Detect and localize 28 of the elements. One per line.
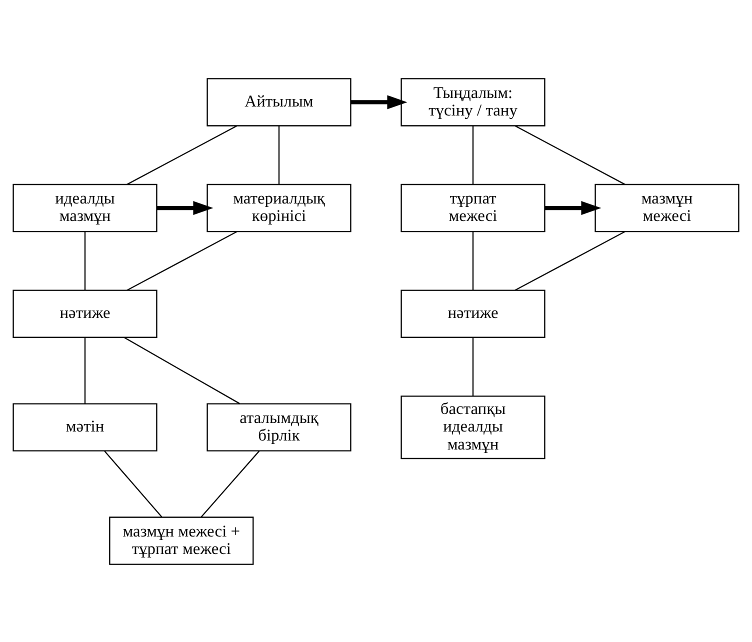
- connector: [514, 230, 626, 290]
- arrow: [157, 200, 214, 215]
- node-box: тұрпат межесі: [400, 183, 546, 232]
- connector: [126, 230, 238, 290]
- node-box: материалдық көрінісі: [206, 183, 352, 232]
- node-box: мазмұн межесі + тұрпат межесі: [109, 516, 254, 564]
- connector: [124, 336, 240, 404]
- node-box: мазмұн межесі: [594, 183, 740, 232]
- node-box: нәтиже: [12, 289, 158, 338]
- connector: [472, 231, 474, 290]
- arrow: [545, 200, 602, 215]
- node-box: Тыңдалым: түсіну / тану: [400, 78, 546, 126]
- connector: [126, 124, 238, 184]
- connector: [472, 337, 474, 396]
- node-box: идеалды мазмұн: [12, 183, 158, 232]
- node-box: нәтиже: [400, 289, 546, 338]
- node-box: бастапқы идеалды мазмұн: [400, 395, 546, 459]
- node-box: аталымдық бірлік: [206, 402, 352, 451]
- connector: [84, 231, 86, 290]
- connector: [278, 125, 280, 184]
- connector: [84, 337, 86, 404]
- node-box: Айтылым: [206, 78, 352, 126]
- connector: [200, 450, 260, 518]
- connector: [104, 450, 162, 518]
- connector: [472, 125, 474, 184]
- connector: [514, 124, 626, 184]
- arrow: [351, 94, 408, 109]
- node-box: мәтін: [12, 402, 158, 451]
